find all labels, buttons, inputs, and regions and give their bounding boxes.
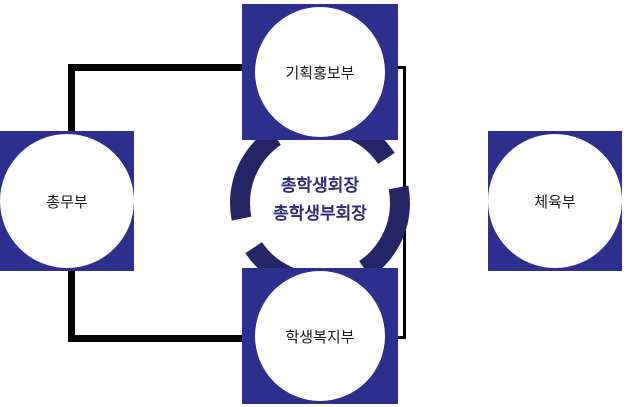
- connector-right-bottom-stub: [398, 336, 406, 339]
- connector-left-top-horizontal: [68, 64, 242, 71]
- center-title-vice-president: 총학생부회장: [273, 204, 367, 224]
- node-student-welfare: 학생복지부: [255, 271, 385, 401]
- node-label: 기획홍보부: [285, 64, 355, 82]
- connector-left-bottom-vertical: [68, 271, 75, 342]
- center-title: 총학생회장 총학생부회장: [240, 172, 400, 228]
- connector-left-top-vertical: [68, 64, 75, 131]
- node-planning-publicity: 기획홍보부: [255, 7, 385, 137]
- node-sports: 체육부: [488, 134, 622, 268]
- connector-right-top-stub: [398, 66, 406, 69]
- node-label: 학생복지부: [285, 328, 355, 346]
- center-title-president: 총학생회장: [280, 176, 360, 195]
- node-general-affairs: 총무부: [0, 134, 134, 268]
- node-label: 총무부: [46, 193, 88, 211]
- connector-left-bottom-horizontal: [68, 335, 242, 342]
- node-label: 체육부: [534, 193, 576, 211]
